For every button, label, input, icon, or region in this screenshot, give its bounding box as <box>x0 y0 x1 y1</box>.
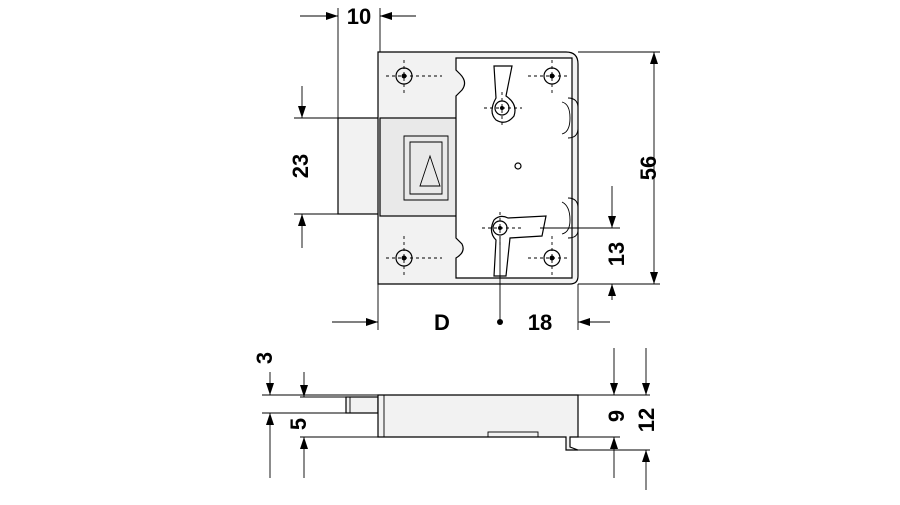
bolt-housing <box>379 117 459 217</box>
screw-hole-top-right <box>528 60 568 96</box>
dim-bolt-height: 23 <box>288 154 313 178</box>
side-bolt <box>345 396 379 414</box>
side-dimension-lines <box>262 348 650 490</box>
lock-bolt <box>337 117 381 215</box>
dim-backset: D <box>434 310 450 335</box>
dim-top-width: 10 <box>347 4 371 29</box>
front-dimension-lines <box>294 8 660 330</box>
dim-case-depth: 18 <box>528 310 552 335</box>
keyhole-lower <box>482 212 547 277</box>
dim-bolt-thickness: 5 <box>286 418 311 430</box>
dim-bolt-projection: 3 <box>252 352 277 364</box>
front-view <box>337 51 579 285</box>
screw-hole-bottom-right <box>528 236 568 276</box>
screw-hole-top-left <box>386 60 442 96</box>
center-pin <box>514 162 522 170</box>
side-view <box>345 394 579 451</box>
side-case <box>377 394 579 451</box>
mechanism-plate <box>455 57 573 279</box>
dim-keyhole-offset: 13 <box>604 242 629 266</box>
dim-overall-height: 56 <box>636 156 661 180</box>
keyhole-upper <box>484 65 522 128</box>
dim-overall-thickness: 12 <box>634 408 659 432</box>
screw-hole-bottom-left <box>386 236 442 276</box>
dim-case-thickness: 9 <box>604 410 629 422</box>
